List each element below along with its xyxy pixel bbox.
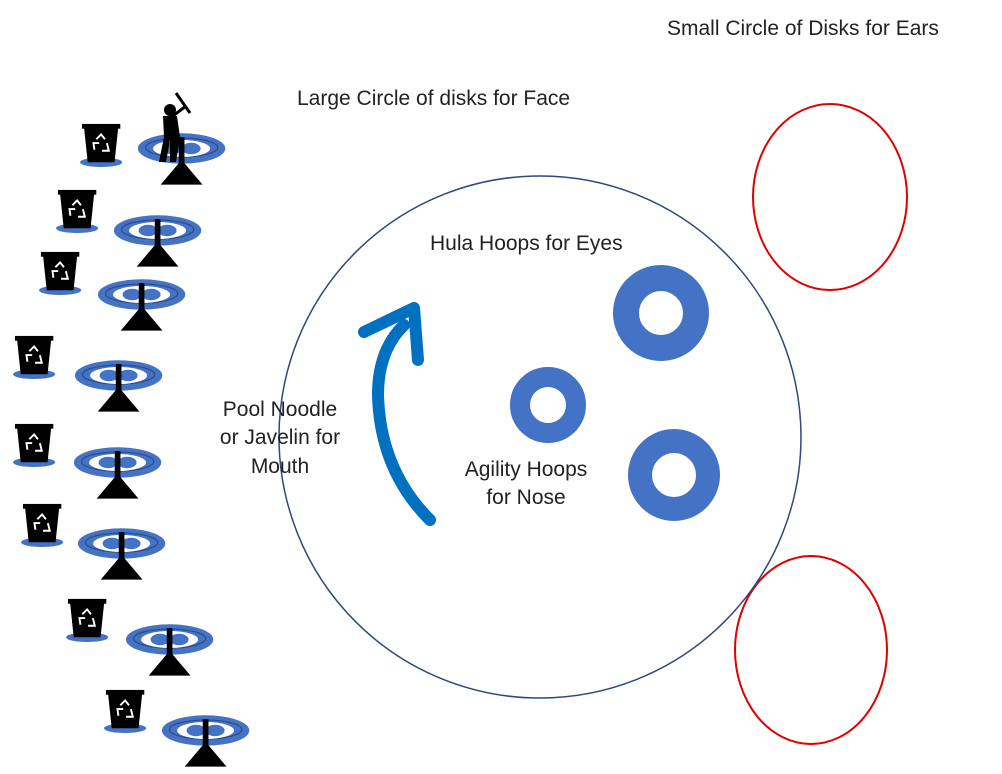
eye-hoop-lower (628, 429, 720, 521)
recycle-bin-icon (104, 688, 148, 734)
disk-with-cone-icon (113, 214, 202, 267)
disk-with-cone-icon (97, 278, 186, 331)
nose-label-line2: for Nose (486, 486, 566, 510)
eyes-label: Hula Hoops for Eyes (430, 232, 623, 255)
mouth-label: Pool Noodle or Javelin for Mouth (200, 396, 360, 481)
recycle-bin-icon (39, 250, 83, 296)
recycle-bin-icon (13, 422, 57, 468)
curved-arrow-icon (358, 302, 436, 526)
ear-circle-bottom (734, 555, 888, 745)
recycle-bin-icon (13, 334, 57, 380)
disk-with-cone-icon (73, 446, 162, 499)
mouth-label-line3: Mouth (250, 454, 310, 478)
disk-with-cone-icon (77, 527, 166, 580)
disk-with-cone-icon (74, 359, 163, 412)
eye-hoop-upper (613, 265, 709, 361)
recycle-bin-icon (21, 502, 65, 548)
ears-label: Small Circle of Disks for Ears (667, 17, 939, 40)
nose-hoop (510, 367, 586, 443)
nose-label-line1: Agility Hoops (464, 458, 588, 481)
recycle-bin-icon (56, 188, 100, 234)
recycle-bin-icon (80, 122, 124, 168)
disk-with-cone-icon (125, 623, 214, 676)
nose-label: Agility Hoops for Nose (446, 456, 606, 513)
face-label: Large Circle of disks for Face (297, 87, 571, 110)
ear-circle-top (752, 103, 908, 291)
mouth-label-line1: Pool Noodle (222, 398, 338, 421)
disk-with-cone-icon (161, 714, 250, 767)
recycle-bin-icon (66, 597, 110, 643)
batter-icon (159, 92, 192, 162)
disk-with-cone-icon (137, 132, 226, 185)
mouth-label-line2: or Javelin for (219, 426, 341, 450)
